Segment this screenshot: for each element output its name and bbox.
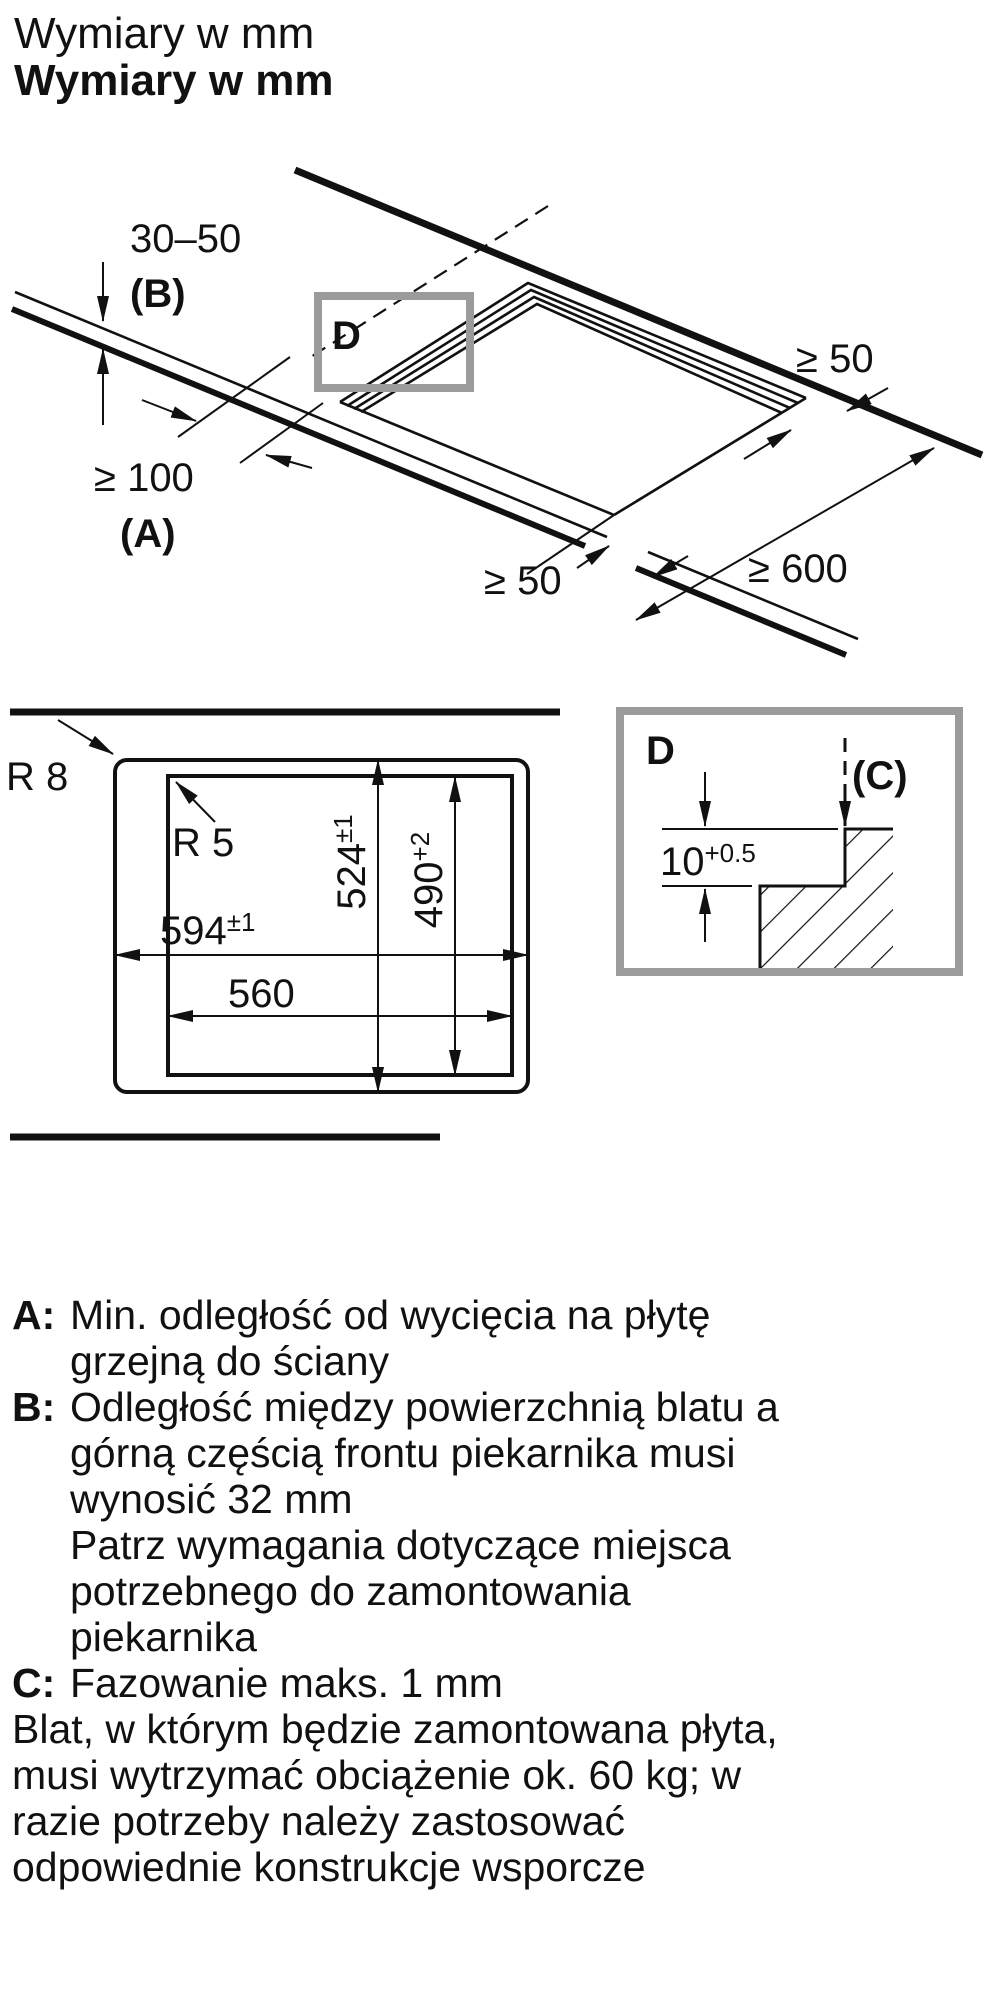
- cutout-front-left-edge: [339, 400, 615, 517]
- note-c: C: Fazowanie maks. 1 mm: [12, 1660, 952, 1706]
- notes-block: A: Min. odległość od wycięcia na płytę g…: [12, 1292, 952, 1890]
- right-gap-arrow-1: [846, 387, 889, 412]
- note-a-text: Min. odległość od wycięcia na płytę grze…: [70, 1292, 952, 1384]
- iso-view: [10, 166, 984, 658]
- note-line: grzejną do ściany: [70, 1338, 390, 1384]
- hob-outline: [113, 758, 530, 1094]
- note-b-text: Odległość między powierzchnią blatu a gó…: [70, 1384, 952, 1660]
- width-inner-label: 560: [228, 972, 295, 1016]
- front-gap-arrow-2: [652, 555, 689, 578]
- wall-distance-label: ≥ 100: [94, 456, 194, 500]
- note-line: Fazowanie maks. 1 mm: [70, 1660, 503, 1706]
- detail-d-labels: D (C) 10+0.5: [646, 729, 908, 884]
- front-gap-arrow-1: [576, 545, 610, 569]
- step-depth-label: 10+0.5: [660, 838, 756, 884]
- note-line: Blat, w którym będzie zamontowana płyta,: [12, 1706, 778, 1752]
- depth-label: ≥ 600: [748, 547, 848, 591]
- note-line: razie potrzeby należy zastosować: [12, 1798, 626, 1844]
- note-line: odpowiednie konstrukcje wsporcze: [12, 1844, 646, 1890]
- dist-a-arrow-2: [265, 454, 313, 469]
- installation-diagrams: 30–50 (B) D ≥ 100 (A) ≥ 50 ≥ 600 ≥ 50 R …: [6, 166, 984, 1141]
- depth-dimension-line: [635, 447, 935, 621]
- note-line: Patrz wymagania dotyczące miejsca: [70, 1522, 731, 1568]
- chamfer-ref-label: (C): [852, 754, 908, 798]
- dist-a-arrow-1: [141, 399, 197, 422]
- radius-inner-pointer: [175, 781, 216, 823]
- note-line: musi wytrzymać obciążenie ok. 60 kg; w: [12, 1752, 742, 1798]
- worktop-front-bottom-edge: [10, 306, 587, 549]
- note-line: piekarnika: [70, 1614, 257, 1660]
- depth-outer-label: 524±1: [328, 814, 374, 909]
- detail-d: [616, 707, 963, 976]
- detail-d-border: [616, 707, 963, 976]
- note-c-label: C:: [12, 1660, 56, 1706]
- note-c-text: Fazowanie maks. 1 mm: [70, 1660, 952, 1706]
- radius-inner-label: R 5: [172, 821, 234, 865]
- detail-d-frame: [314, 292, 474, 392]
- note-a-label: A:: [12, 1292, 56, 1338]
- note-line: górną częścią frontu piekarnika musi: [70, 1430, 736, 1476]
- width-outer-label: 594±1: [160, 907, 255, 953]
- dist-a-ext-line-1: [177, 356, 291, 438]
- thickness-ref-label: (B): [130, 272, 186, 316]
- note-line: Min. odległość od wycięcia na płytę: [70, 1292, 711, 1338]
- thickness-label: 30–50: [130, 217, 241, 261]
- cutout-front-right-edge: [613, 396, 807, 517]
- worktop-front-top-edge: [14, 290, 608, 539]
- note-line: potrzebnego do zamontowania: [70, 1568, 631, 1614]
- radius-outer-pointer: [57, 719, 114, 755]
- note-b-label: B:: [12, 1384, 56, 1430]
- cutout-top-view-labels: R 8 R 5 594±1 560 524±1 490+2: [6, 755, 451, 1016]
- iso-view-labels: 30–50 (B) D ≥ 100 (A) ≥ 50 ≥ 600 ≥ 50: [94, 217, 874, 603]
- title-dimensions-bold: Wymiary w mm: [14, 56, 334, 105]
- front-gap-label: ≥ 50: [484, 559, 562, 603]
- detail-d-title: D: [646, 729, 675, 773]
- note-general: Blat, w którym będzie zamontowana płyta,…: [12, 1706, 952, 1890]
- radius-outer-label: R 8: [6, 755, 68, 799]
- worktop-section-hatch: [760, 829, 893, 968]
- title-dimensions-regular: Wymiary w mm: [14, 9, 315, 58]
- detail-d-label: D: [332, 314, 361, 358]
- note-line: Odległość między powierzchnią blatu a: [70, 1384, 779, 1430]
- dist-a-ext-line-2: [239, 402, 324, 464]
- right-gap-arrow-2: [743, 429, 792, 460]
- wall-line: [293, 166, 984, 459]
- note-line: wynosić 32 mm: [70, 1476, 353, 1522]
- cutout-step-line-1: [339, 281, 807, 404]
- wall-distance-ref-label: (A): [120, 512, 176, 556]
- page-title: Wymiary w mm Wymiary w mm: [14, 10, 334, 104]
- cutout-outline: [166, 774, 514, 1077]
- depth-inner-label: 490+2: [405, 832, 451, 928]
- cutout-top-view: [10, 708, 560, 1141]
- note-b: B: Odległość między powierzchnią blatu a…: [12, 1384, 952, 1660]
- cutout-step-line-4: [360, 302, 783, 415]
- note-a: A: Min. odległość od wycięcia na płytę g…: [12, 1292, 952, 1384]
- right-gap-label: ≥ 50: [796, 337, 874, 381]
- cutout-edge-extension-line: [526, 514, 615, 575]
- cutout-step-line-2: [346, 288, 799, 408]
- worktop-section-outline: [758, 827, 893, 968]
- cutout-step-line-3: [353, 295, 791, 411]
